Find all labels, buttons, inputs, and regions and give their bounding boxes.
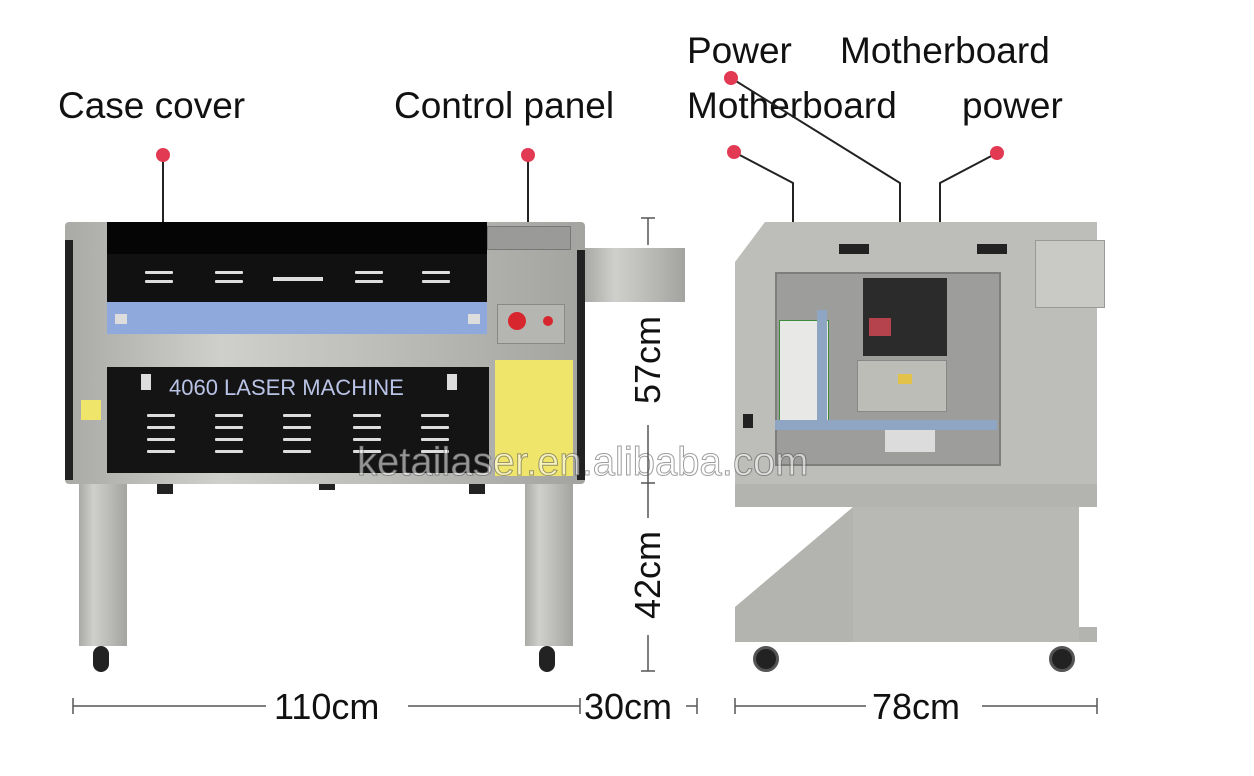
exhaust-duct (585, 248, 685, 302)
control-panel (487, 226, 571, 250)
front-view-machine: 4060 LASER MACHINE (65, 222, 685, 682)
front-panel (107, 367, 489, 473)
laser-power-supply (863, 278, 947, 356)
side-view-machine (735, 222, 1105, 682)
dim-width-front: 110cm (274, 686, 380, 727)
label-power-top: Power (687, 30, 792, 71)
lid-window (107, 302, 487, 334)
label-case-cover: Case cover (58, 85, 246, 126)
leg-right (525, 484, 573, 646)
watermark: ketailaser.en.alibaba.com (356, 440, 809, 485)
marker-case-cover (156, 148, 170, 162)
caster-right (539, 646, 555, 672)
label-motherboard-top: Motherboard (840, 30, 1050, 71)
dim-lower-height: 42cm (627, 530, 668, 620)
marker-power (990, 146, 1004, 160)
dim-upper-height: 57cm (627, 315, 668, 405)
label-control-panel: Control panel (394, 85, 615, 126)
leg-left (79, 484, 127, 646)
caster-front (753, 646, 779, 672)
marker-control-panel (521, 148, 535, 162)
label-power: power (962, 85, 1063, 126)
dim-depth-side: 78cm (872, 686, 961, 727)
model-text: 4060 LASER MACHINE (169, 375, 404, 400)
laser-switch (543, 316, 553, 326)
label-motherboard: Motherboard (687, 85, 897, 126)
warning-label (495, 360, 573, 476)
dim-extension: 30cm (584, 686, 673, 727)
emergency-stop-button (508, 312, 526, 330)
caster-rear (1049, 646, 1075, 672)
marker-power-top (724, 71, 738, 85)
caster-left (93, 646, 109, 672)
marker-motherboard (727, 145, 741, 159)
motherboard-power-supply (857, 360, 947, 412)
